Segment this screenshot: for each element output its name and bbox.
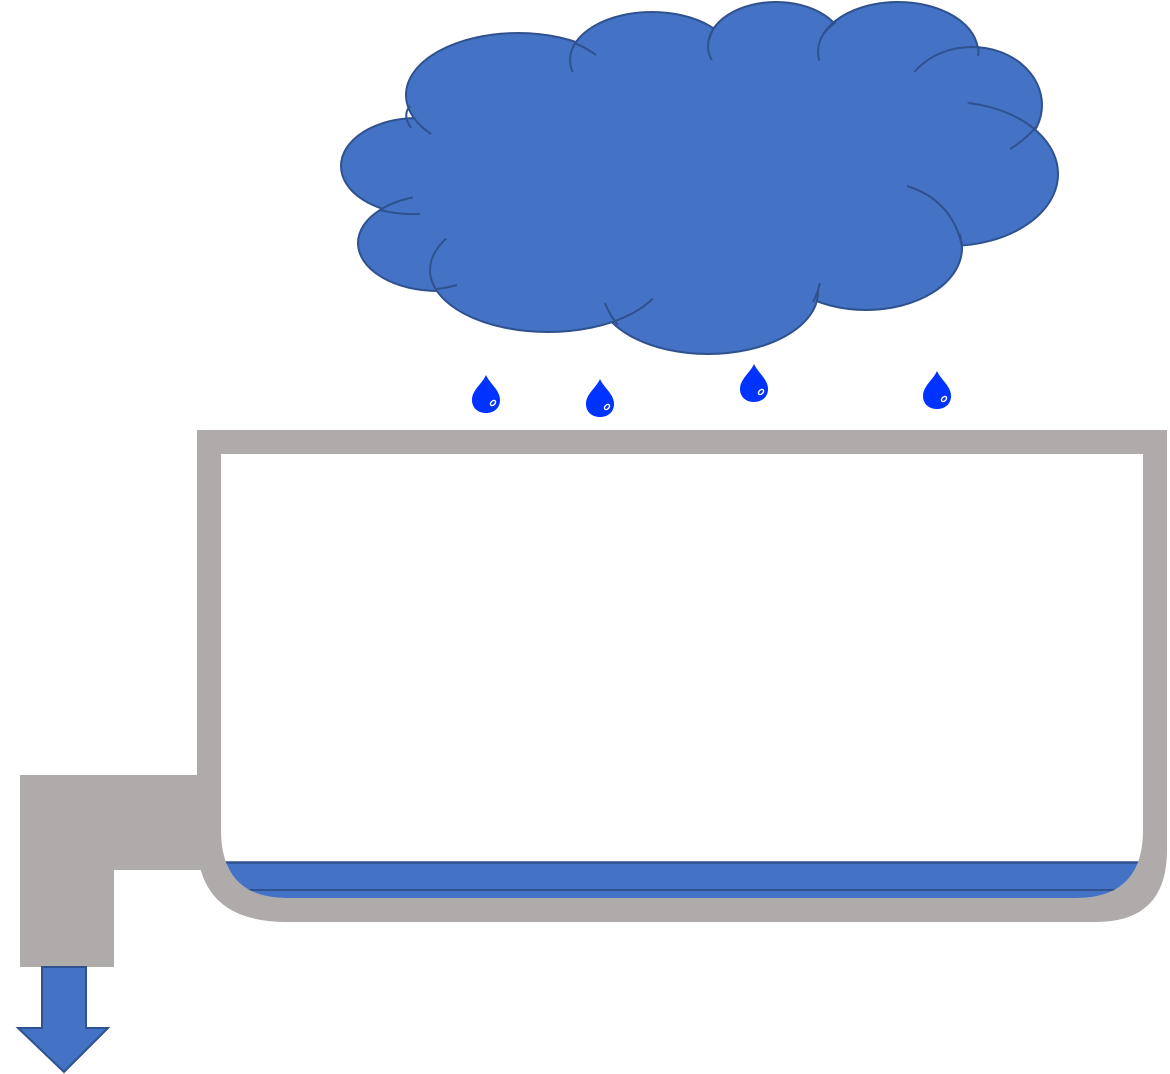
water-level [221, 861, 1143, 898]
raindrop-icon [740, 364, 768, 402]
tank-interior [221, 454, 1143, 898]
outlet-pipe [20, 775, 230, 967]
cloud-contours [379, 21, 1037, 326]
raindrop-icon [586, 379, 614, 417]
raindrop-icon [472, 375, 500, 413]
raindrop-icon [923, 371, 951, 409]
arrow-down-icon [15, 966, 111, 1074]
cloud-icon [340, 1, 1059, 355]
